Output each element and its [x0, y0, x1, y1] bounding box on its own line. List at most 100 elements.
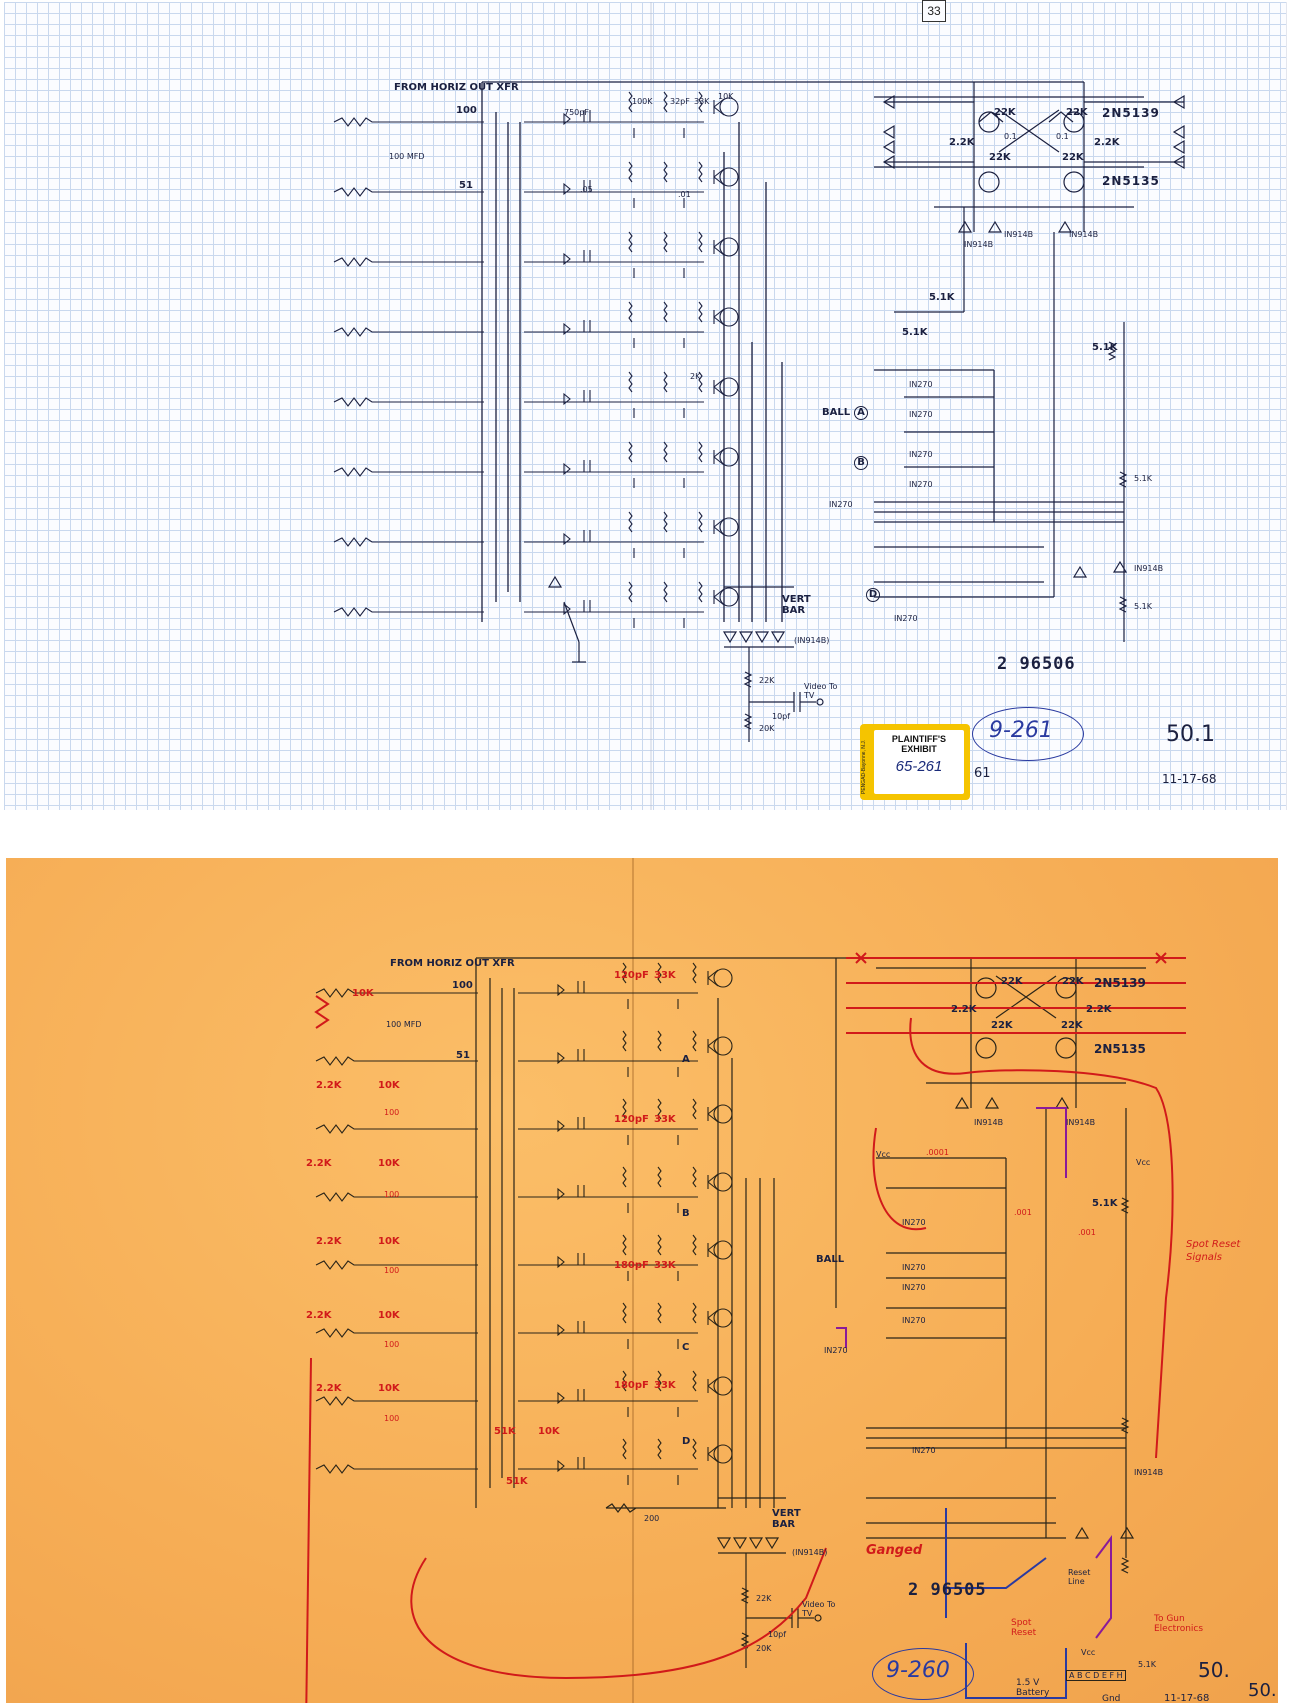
input-source-label: FROM HORIZ OUT XFR: [394, 82, 519, 93]
circled-annotation: [972, 707, 1084, 761]
capacitor-value: 750pF: [564, 108, 589, 117]
corner-partial-text: 61: [974, 766, 991, 781]
node-a-label: A: [682, 1054, 690, 1065]
resistor-value: 10K: [718, 92, 734, 101]
capacitor-value: .01: [678, 190, 691, 199]
top-schematic-sheet: FROM HORIZ OUT XFR 100 100 MFD 51 750pF …: [4, 2, 1287, 810]
red-resistor-value: 33K: [654, 1380, 676, 1391]
vcc-label: Vcc: [876, 1150, 891, 1159]
diode-part-number: IN270: [912, 1446, 936, 1455]
red-capacitor-value: .001: [1014, 1208, 1032, 1217]
capacitor-value: 100 MFD: [386, 1020, 422, 1029]
resistor-value: 22K: [759, 676, 775, 685]
red-resistor-value: 2.2K: [306, 1310, 332, 1321]
node-d-label: D: [682, 1436, 691, 1447]
diode-part-number: IN270: [829, 500, 853, 509]
resistor-value: 100: [452, 980, 473, 991]
exhibit-title: PLAINTIFF'S EXHIBIT: [891, 734, 947, 754]
video-output-label: Video To TV: [802, 1600, 836, 1618]
spot-reset-label: Spot Reset: [1011, 1618, 1037, 1638]
diode-part-number: IN270: [909, 480, 933, 489]
red-resistor-value: 33K: [654, 1260, 676, 1271]
page-tag: 50.1: [1166, 722, 1215, 747]
resistor-value: 100: [456, 105, 477, 116]
diode-part-number: IN914B: [1069, 230, 1099, 239]
marker-b: B: [854, 456, 868, 470]
red-capacitor-value: .001: [1078, 1228, 1096, 1237]
resistor-value: 22K: [1001, 976, 1023, 987]
resistor-value: 2.2K: [951, 1004, 977, 1015]
resistor-value: 20K: [756, 1644, 772, 1653]
transistor-part-number: 2N5135: [1094, 1042, 1146, 1056]
red-resistor-value: 10K: [352, 988, 374, 999]
red-resistor-value: 2.2K: [316, 1236, 342, 1247]
red-resistor-value: 33K: [654, 970, 676, 981]
red-resistor-value: 2.2K: [316, 1080, 342, 1091]
plaintiff-exhibit-sticker: PENGAD-Bayonne, N.J. PLAINTIFF'S EXHIBIT…: [860, 724, 970, 800]
exhibit-number: 65-261: [895, 758, 943, 775]
red-capacitor-value: 100: [384, 1266, 400, 1275]
resistor-value: 5.1K: [1092, 1198, 1118, 1209]
capacitor-value: 0.1: [1056, 132, 1069, 141]
drawing-number: 2 96506: [997, 654, 1076, 674]
vcc-label: Vcc: [1136, 1158, 1151, 1167]
capacitor-value: 10pf: [768, 1630, 787, 1639]
bottom-schematic-drawing: [305, 952, 1186, 1703]
resistor-value: 22K: [1061, 1020, 1083, 1031]
capacitor-value: 0.1: [1004, 132, 1017, 141]
input-source-label: FROM HORIZ OUT XFR: [390, 958, 515, 969]
resistor-value: 22K: [756, 1594, 772, 1603]
red-resistor-value: 2.2K: [316, 1383, 342, 1394]
resistor-value: 51: [456, 1050, 470, 1061]
diode-part-number: IN270: [909, 380, 933, 389]
transistor-part-number: 2N5139: [1102, 106, 1160, 120]
red-resistor-value: 2.2K: [306, 1158, 332, 1169]
diode-part-number: IN914B: [1134, 564, 1164, 573]
resistor-value: 5.1K: [1134, 602, 1152, 611]
diode-group-label: (IN914B): [794, 636, 830, 645]
red-resistor-value: 10K: [378, 1236, 400, 1247]
red-resistor-value: 10K: [378, 1080, 400, 1091]
diode-part-number: IN914B: [1066, 1118, 1096, 1127]
diode-part-number: IN270: [909, 450, 933, 459]
reset-line-label: Reset Line: [1068, 1568, 1091, 1586]
red-capacitor-value: 120pF: [614, 1114, 649, 1125]
marker-d: D: [866, 588, 880, 602]
red-resistor-value: 10K: [538, 1426, 560, 1437]
spot-reset-signals-note: Spot Reset Signals: [1186, 1239, 1241, 1263]
ball-label: BALL: [816, 1254, 845, 1265]
connector-pins: A B C D E F H: [1066, 1670, 1126, 1681]
drawing-number: 2 96505: [908, 1580, 987, 1600]
circled-number: 9-261: [989, 718, 1053, 743]
resistor-value: 5.1K: [1092, 342, 1118, 353]
sticker-vendor-text: PENGAD-Bayonne, N.J.: [861, 739, 867, 794]
drawing-date: 11-17-68: [1162, 772, 1217, 786]
resistor-value: 2.2K: [949, 137, 975, 148]
capacitor-value: 100 MFD: [389, 152, 425, 161]
node-b-label: B: [682, 1208, 690, 1219]
resistor-value: 5.1K: [1134, 474, 1152, 483]
red-capacitor-value: .0001: [926, 1148, 949, 1157]
resistor-value: 5.1K: [1138, 1660, 1156, 1669]
red-capacitor-value: 180pF: [614, 1380, 649, 1391]
red-resistor-value: 51K: [506, 1476, 528, 1487]
diode-group-label: (IN914B): [792, 1548, 828, 1557]
resistor-value: 100K: [632, 97, 653, 106]
resistor-value: 51: [459, 180, 473, 191]
diode-part-number: IN914B: [1004, 230, 1034, 239]
resistor-value: 33K: [694, 97, 710, 106]
red-capacitor-value: 180pF: [614, 1260, 649, 1271]
ground-label: Gnd: [1102, 1694, 1121, 1703]
vert-bar-label: VERT BAR: [772, 1508, 801, 1530]
red-capacitor-value: 100: [384, 1340, 400, 1349]
diode-part-number: IN270: [909, 410, 933, 419]
resistor-value: 22K: [989, 152, 1011, 163]
red-capacitor-value: 100: [384, 1414, 400, 1423]
circled-number: 9-260: [886, 1658, 950, 1683]
diode-part-number: IN270: [894, 614, 918, 623]
capacitor-value: .05: [580, 185, 593, 194]
diode-part-number: IN914B: [974, 1118, 1004, 1127]
capacitor-value: 10pf: [772, 712, 791, 721]
resistor-value: 2K: [690, 372, 701, 381]
resistor-value: 22K: [994, 107, 1016, 118]
